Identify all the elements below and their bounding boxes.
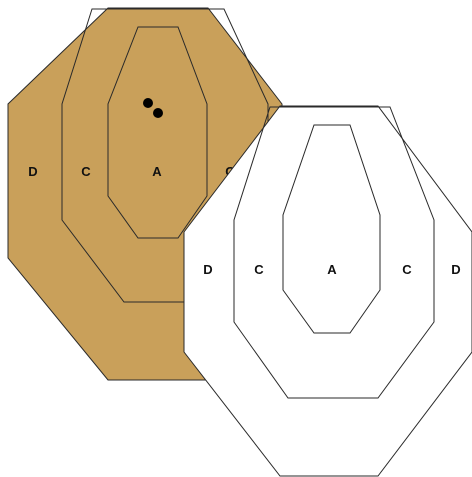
white-label-a-center: A <box>327 262 337 277</box>
tan-label-a-center: A <box>152 164 162 179</box>
white-label-c-right: C <box>402 262 412 277</box>
white-label-d-left: D <box>203 262 212 277</box>
white-label-c-left: C <box>254 262 264 277</box>
white-label-d-right: D <box>451 262 460 277</box>
tan-label-c-left: C <box>81 164 91 179</box>
bullet-hole <box>153 108 163 118</box>
bullet-hole <box>143 98 153 108</box>
tan-label-d-left: D <box>28 164 37 179</box>
